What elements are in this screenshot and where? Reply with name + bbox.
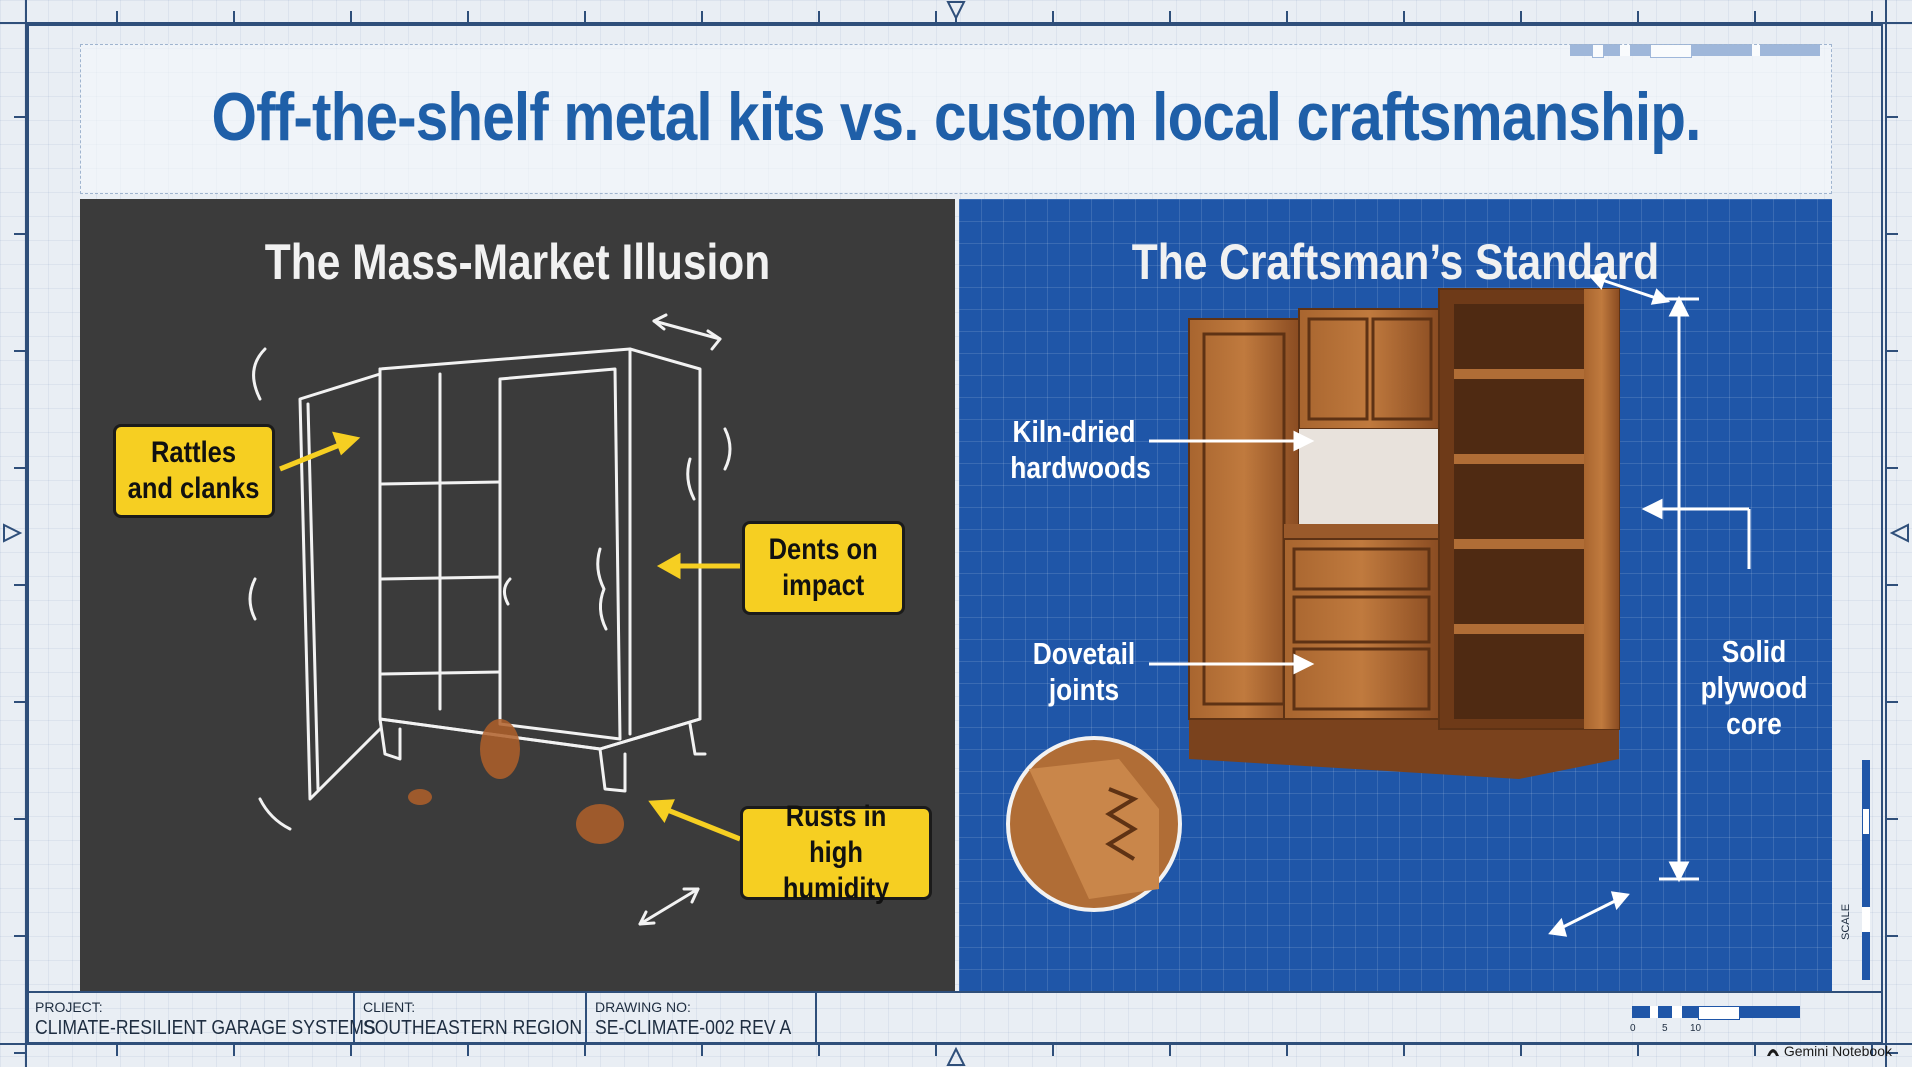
scale-tick-0: 0 <box>1630 1023 1636 1034</box>
bottom-scale-bar <box>1632 1006 1800 1020</box>
right-ruler <box>1885 0 1909 1067</box>
scale-tick-5: 5 <box>1662 1023 1668 1034</box>
title-block: PROJECT: CLIMATE-RESILIENT GARAGE SYSTEM… <box>27 991 1883 1043</box>
scale-side-label: SCALE <box>1840 903 1852 940</box>
bottom-ruler <box>0 1043 1912 1066</box>
metal-cabinet-sketch <box>248 313 741 926</box>
client-label: CLIENT: <box>363 999 416 1015</box>
project-cell: PROJECT: CLIMATE-RESILIENT GARAGE SYSTEM… <box>27 993 376 1043</box>
mass-market-title: The Mass-Market Illusion <box>264 234 771 290</box>
craftsman-panel: The Craftsman’s Standard <box>959 199 1832 991</box>
top-ruler <box>0 1 1912 24</box>
client-cell: CLIENT: SOUTHEASTERN REGION <box>355 993 587 1043</box>
drawing-label: DRAWING NO: <box>595 999 691 1015</box>
watermark: Gemini Notebook <box>1766 1043 1892 1059</box>
drawing-value: SE-CLIMATE-002 REV A <box>595 1017 792 1039</box>
title-band <box>80 44 1832 194</box>
client-value: SOUTHEASTERN REGION <box>363 1017 583 1039</box>
drawing-frame <box>27 24 1883 1044</box>
left-ruler <box>3 0 27 1067</box>
notebook-logo-icon <box>1766 1049 1779 1056</box>
project-value: CLIMATE-RESILIENT GARAGE SYSTEMS <box>35 1017 376 1039</box>
craftsman-title: The Craftsman’s Standard <box>1131 234 1660 290</box>
mass-market-panel: The Mass-Market Illusion <box>80 199 955 991</box>
page-title: Off-the-shelf metal kits vs. custom loca… <box>211 79 1702 155</box>
vertical-scale-bar <box>1862 760 1870 980</box>
scale-tick-10: 10 <box>1690 1023 1702 1034</box>
center-marker-icon <box>946 1 966 24</box>
drawing-cell: DRAWING NO: SE-CLIMATE-002 REV A <box>587 993 817 1043</box>
project-label: PROJECT: <box>35 999 103 1015</box>
wood-cabinet-illustration <box>1006 273 1751 937</box>
